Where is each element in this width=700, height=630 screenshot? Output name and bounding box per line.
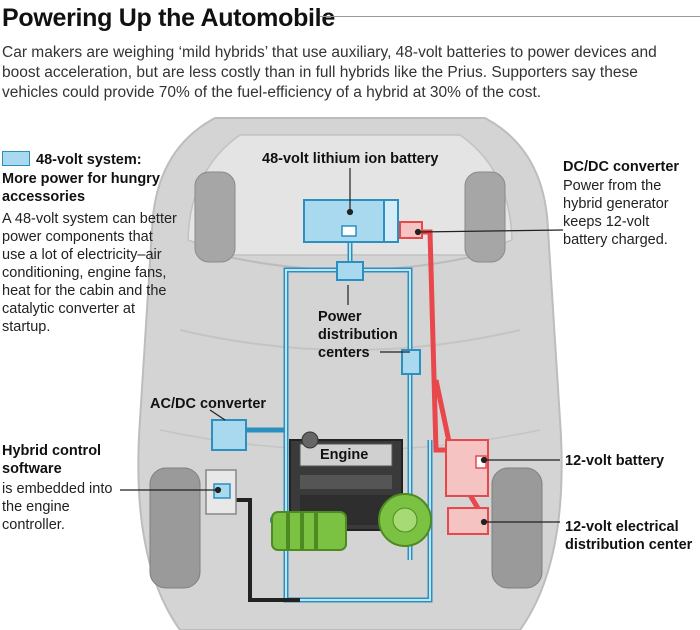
power-distribution-center-1 (336, 261, 364, 281)
label-12v-battery: 12-volt battery (565, 453, 665, 469)
acdc-converter (211, 419, 247, 451)
label-48v-battery: 48-volt lithium ion battery (262, 151, 439, 167)
label-acdc-converter: AC/DC converter (150, 396, 267, 412)
hybrid-generator (271, 511, 347, 551)
legend-title-text: 48-volt system: (36, 152, 142, 168)
label-12v-distribution: 12-volt electrical distribution center (565, 519, 693, 553)
battery-48v (303, 199, 399, 243)
legend-body: A 48-volt system can better power compon… (2, 211, 177, 335)
label-dcdc-body: Power from the hybrid generator keeps 12… (563, 178, 669, 248)
title-rule (320, 16, 700, 17)
engine-controller (205, 469, 237, 515)
legend-title-2: More power for hungry accessories (2, 171, 160, 205)
catalytic-fan (378, 493, 432, 547)
legend-title-1: 48-volt system: (2, 151, 192, 169)
label-hybrid-body: is embedded into the engine controller. (2, 481, 113, 533)
intro-text: Car makers are weighing ‘mild hybrids’ t… (2, 44, 657, 101)
label-engine: Engine (320, 447, 369, 463)
power-distribution-center-2 (401, 349, 421, 375)
control-wire (232, 498, 300, 602)
wheels (149, 171, 543, 589)
battery-12v (445, 439, 489, 497)
label-power-distribution: Power distribution centers (318, 309, 398, 361)
label-hybrid-title: Hybrid control software (2, 443, 102, 477)
label-dcdc-title: DC/DC converter (563, 159, 680, 175)
legend-swatch-48v (2, 151, 30, 166)
page-title: Powering Up the Automobile (2, 4, 335, 32)
leader-lines (120, 168, 564, 526)
